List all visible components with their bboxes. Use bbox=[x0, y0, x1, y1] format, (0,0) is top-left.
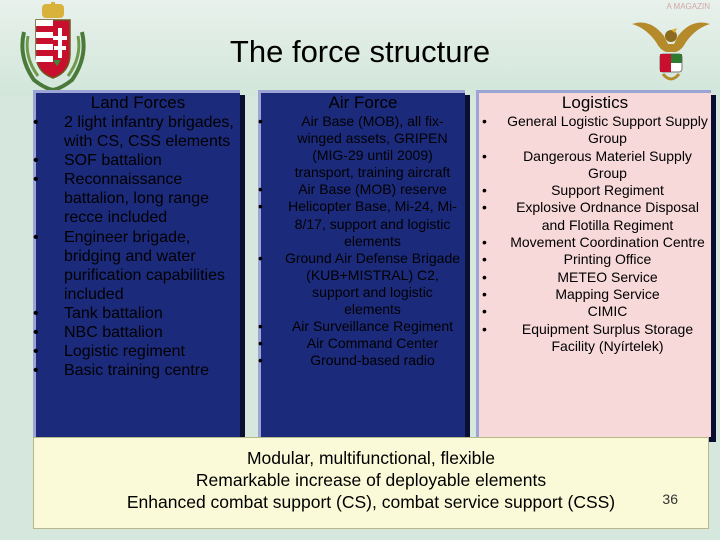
list-item: Ground-based radio bbox=[258, 352, 465, 369]
list-item: Equipment Surplus Storage Facility (Nyír… bbox=[478, 321, 711, 356]
land-forces-list: 2 light infantry brigades, with CS, CSS … bbox=[33, 113, 240, 380]
list-item: Engineer brigade, bridging and water pur… bbox=[33, 228, 240, 304]
list-item: Movement Coordination Centre bbox=[478, 234, 711, 252]
list-item: METEO Service bbox=[478, 269, 711, 287]
list-item: 2 light infantry brigades, with CS, CSS … bbox=[33, 113, 240, 151]
list-item: Support Regiment bbox=[478, 182, 711, 200]
list-item: General Logistic Support Supply Group bbox=[478, 113, 711, 148]
slide-title: The force structure bbox=[229, 34, 491, 69]
list-item: Basic training centre bbox=[33, 361, 240, 380]
air-force-list: Air Base (MOB), all fix-winged assets, G… bbox=[258, 113, 465, 370]
list-item: Air Surveillance Regiment bbox=[258, 318, 465, 335]
list-item: Mapping Service bbox=[478, 286, 711, 304]
logistics-heading: Logistics bbox=[561, 93, 629, 112]
list-item: Ground Air Defense Brigade (KUB+MISTRAL)… bbox=[258, 250, 465, 318]
list-item: Tank battalion bbox=[33, 304, 240, 323]
header-band bbox=[0, 0, 720, 96]
copyright-text: A MAGAZIN bbox=[666, 2, 710, 11]
logistics-list: General Logistic Support Supply Group Da… bbox=[478, 113, 711, 355]
list-item: Explosive Ordnance Disposal and Flotilla… bbox=[478, 199, 711, 234]
eagle-emblem-icon bbox=[632, 22, 710, 81]
list-item: Dangerous Materiel Supply Group bbox=[478, 148, 711, 183]
summary-line: Remarkable increase of deployable elemen… bbox=[195, 470, 547, 490]
list-item: Printing Office bbox=[478, 251, 711, 269]
land-forces-heading: Land Forces bbox=[90, 93, 186, 112]
page-number: 36 bbox=[662, 491, 678, 507]
list-item: Air Command Center bbox=[258, 335, 465, 352]
hungarian-coat-of-arms-icon bbox=[20, 2, 86, 90]
summary-line: Modular, multifunctional, flexible bbox=[246, 448, 496, 468]
summary-box: Modular, multifunctional, flexible Remar… bbox=[33, 437, 709, 529]
list-item: CIMIC bbox=[478, 303, 711, 321]
list-item: Logistic regiment bbox=[33, 342, 240, 361]
list-item: NBC battalion bbox=[33, 323, 240, 342]
summary-line: Enhanced combat support (CS), combat ser… bbox=[126, 492, 616, 512]
list-item: Air Base (MOB) reserve bbox=[258, 181, 465, 198]
list-item: Helicopter Base, Mi-24, Mi-8/17, support… bbox=[258, 198, 465, 249]
air-force-heading: Air Force bbox=[328, 93, 398, 112]
list-item: SOF battalion bbox=[33, 151, 240, 170]
list-item: Air Base (MOB), all fix-winged assets, G… bbox=[258, 113, 465, 181]
list-item: Reconnaissance battalion, long range rec… bbox=[33, 170, 240, 227]
